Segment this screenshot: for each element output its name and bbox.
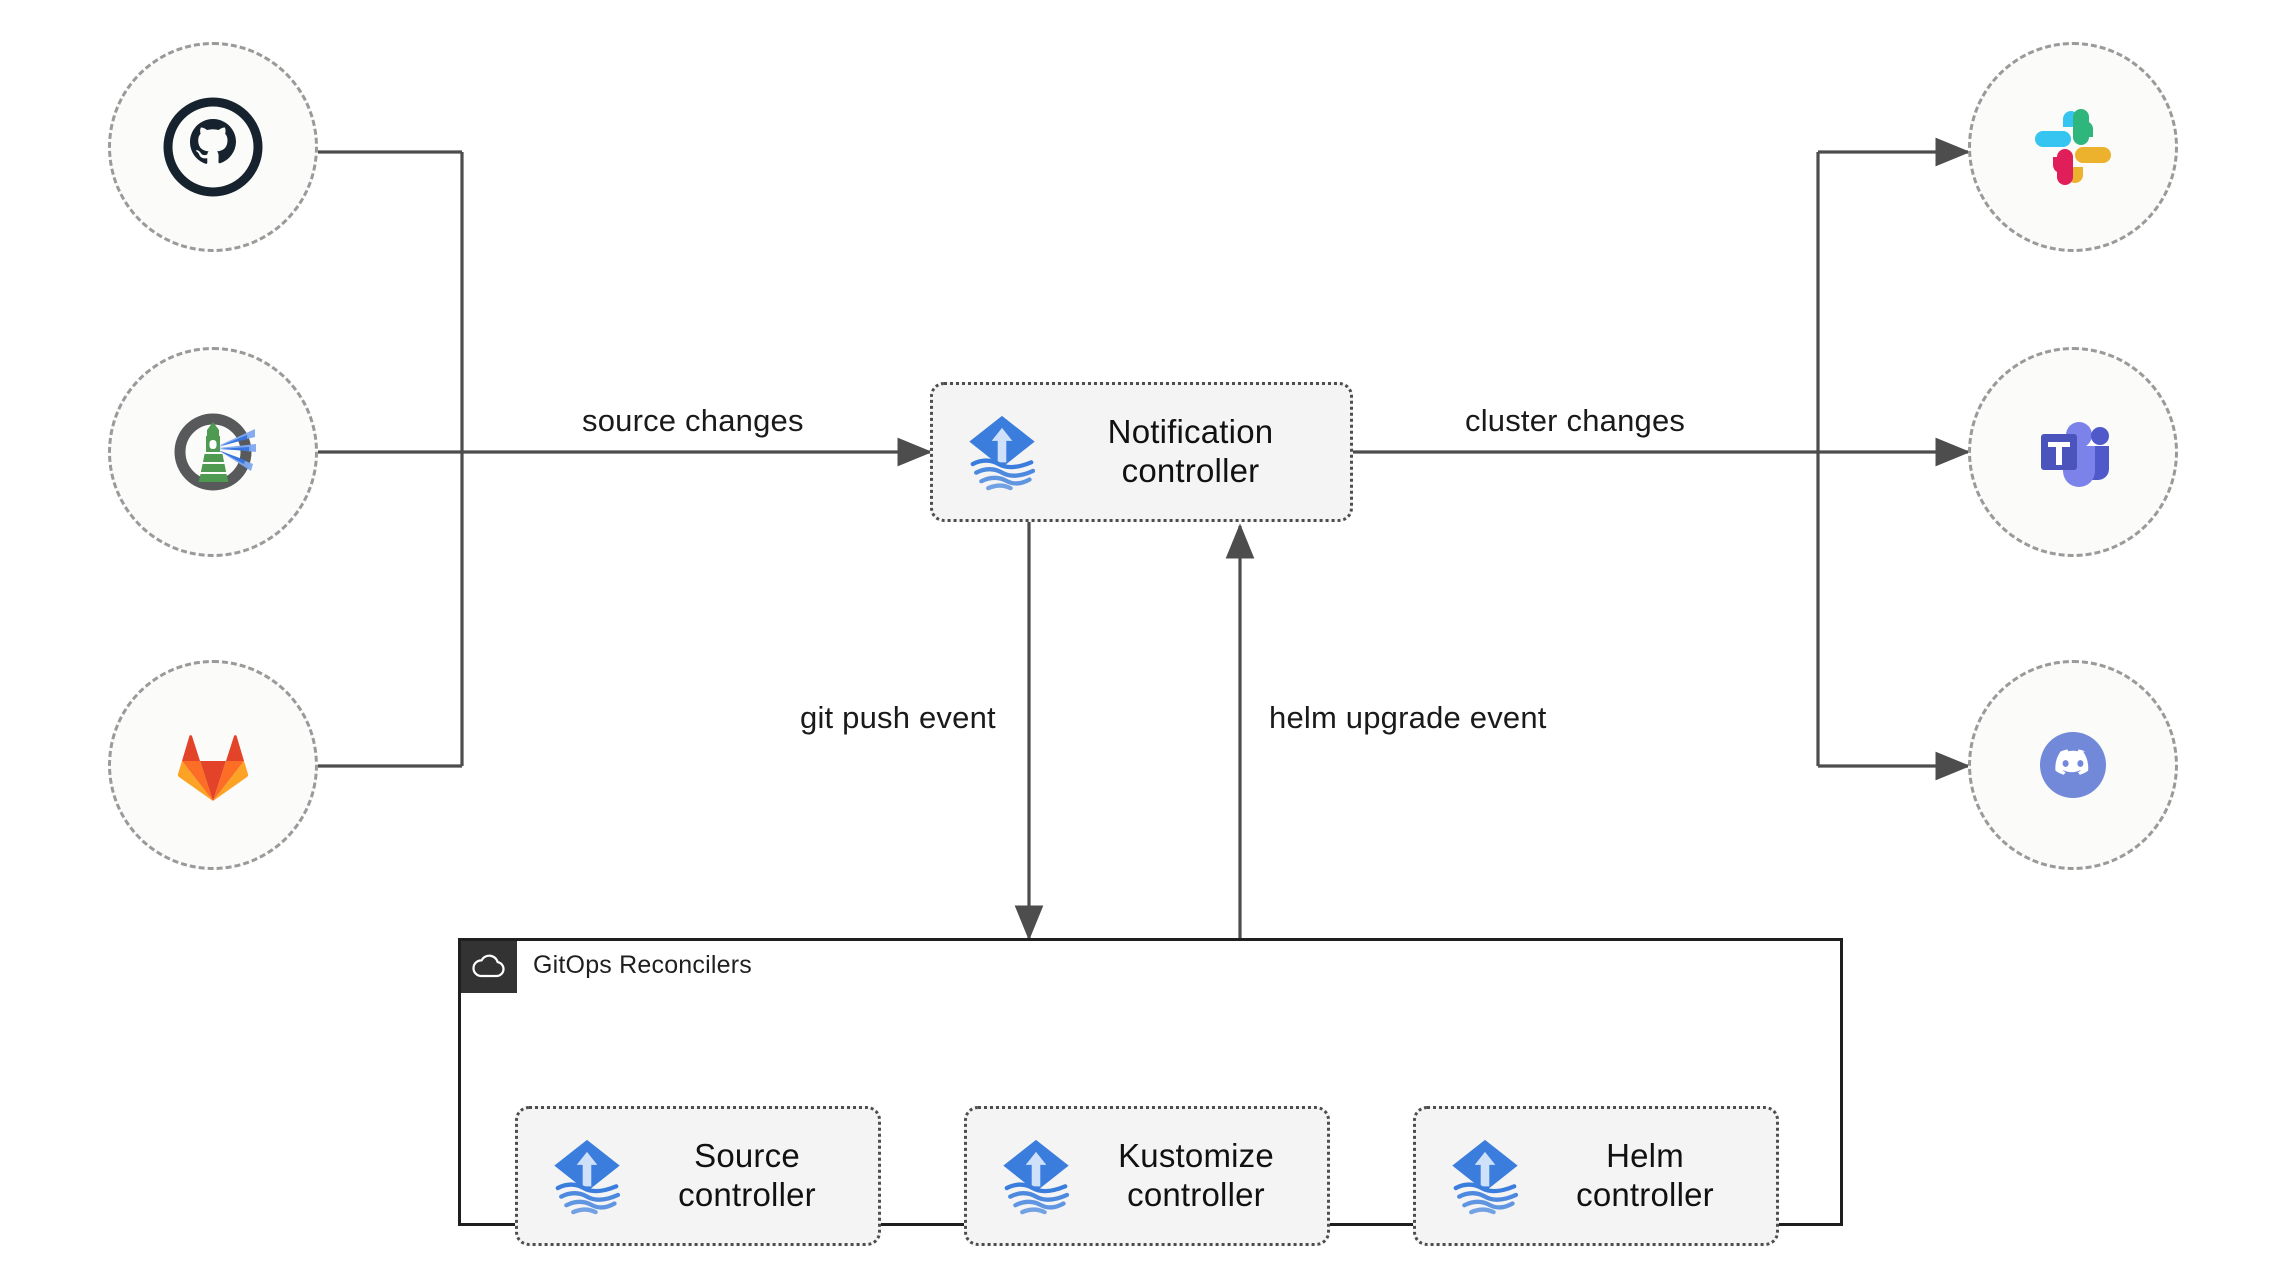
- flux-icon: [1003, 1139, 1070, 1215]
- flux-lighthouse-icon: [174, 413, 256, 491]
- source-controller-label: Source controller: [678, 1137, 816, 1213]
- microsoft-teams-icon: [2041, 422, 2109, 487]
- destination-node-teams[interactable]: [1968, 347, 2178, 557]
- flux-icon: [969, 415, 1036, 491]
- edge-label-source-changes: source changes: [582, 403, 804, 438]
- helm-controller-node[interactable]: Helm controller: [1413, 1106, 1779, 1246]
- destination-node-slack[interactable]: [1968, 42, 2178, 252]
- helm-controller-label: Helm controller: [1576, 1137, 1714, 1213]
- gitops-reconcilers-group: GitOps Reconcilers Source controller: [458, 938, 1843, 1246]
- discord-icon: [2040, 732, 2106, 798]
- gitlab-icon: [177, 735, 249, 801]
- source-node-gitlab[interactable]: [108, 660, 318, 870]
- source-node-github[interactable]: [108, 42, 318, 252]
- edge-label-git-push-event: git push event: [800, 700, 996, 735]
- source-node-flux[interactable]: [108, 347, 318, 557]
- group-title: GitOps Reconcilers: [533, 951, 752, 979]
- notification-controller-label: Notification controller: [1107, 413, 1274, 489]
- slack-icon: [2035, 109, 2111, 185]
- kustomize-controller-node[interactable]: Kustomize controller: [964, 1106, 1330, 1246]
- kustomize-controller-label: Kustomize controller: [1118, 1137, 1274, 1213]
- source-controller-node[interactable]: Source controller: [515, 1106, 881, 1246]
- notification-controller-node[interactable]: Notification controller: [930, 382, 1353, 522]
- destination-node-discord[interactable]: [1968, 660, 2178, 870]
- flux-icon: [554, 1139, 621, 1215]
- github-icon: [163, 97, 263, 197]
- group-icon-tab: [461, 941, 517, 993]
- cloud-icon: [472, 954, 505, 978]
- flux-icon: [1452, 1139, 1519, 1215]
- edge-label-cluster-changes: cluster changes: [1465, 403, 1686, 438]
- edge-label-helm-upgrade-event: helm upgrade event: [1269, 700, 1547, 735]
